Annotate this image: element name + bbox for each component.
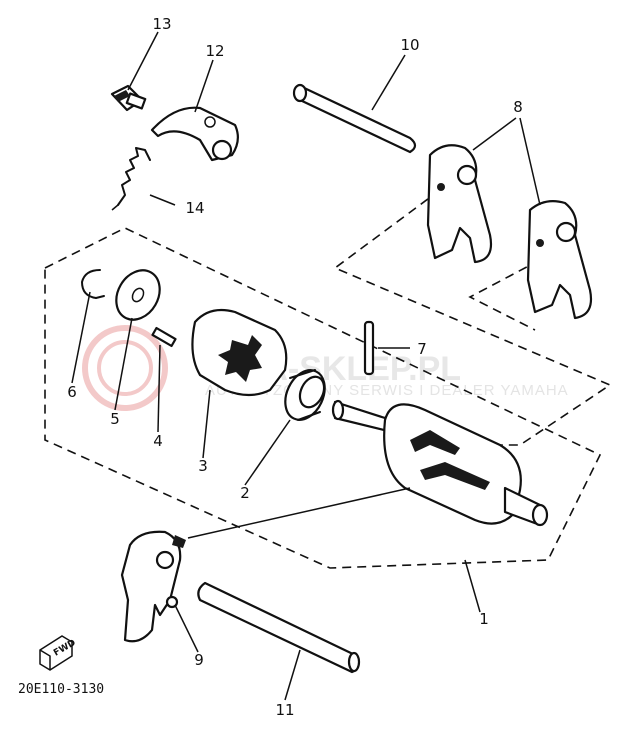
callout-9: 9 — [194, 651, 204, 669]
part-2-bearing — [284, 369, 326, 421]
part-10-guide-bar — [292, 83, 417, 154]
part-1-shift-cam — [331, 399, 549, 527]
part-9-shift-fork — [120, 530, 186, 643]
callout-12: 12 — [205, 42, 224, 60]
callout-6: 6 — [67, 383, 77, 401]
part-13-bolt — [110, 84, 147, 112]
callout-13: 13 — [152, 15, 171, 33]
leader-lines — [71, 31, 541, 701]
part-14-spring — [111, 147, 151, 211]
callout-5: 5 — [110, 410, 120, 428]
part-3-segment — [191, 308, 288, 397]
callout-4: 4 — [153, 432, 163, 450]
part-5-washer — [115, 269, 161, 321]
watermark: MA-SKLEP.PL AUTORYZOWANY SERWIS I DEALER… — [82, 325, 568, 411]
callout-8: 8 — [513, 98, 523, 116]
callout-14: 14 — [185, 199, 204, 217]
callout-1: 1 — [479, 610, 489, 628]
part-4-pin — [151, 326, 177, 348]
part-12-stopper-lever — [150, 106, 239, 162]
fwd-indicator: FWD — [39, 635, 78, 671]
callout-2: 2 — [240, 484, 250, 502]
part-7-pin — [363, 320, 375, 376]
callout-10: 10 — [400, 36, 419, 54]
callout-11: 11 — [275, 701, 294, 719]
callout-3: 3 — [198, 457, 208, 475]
callout-labels: 1 2 3 4 5 6 7 8 9 10 11 12 13 14 — [67, 15, 523, 719]
part-11-guide-bar — [197, 581, 361, 674]
part-6-circlip — [81, 269, 105, 299]
drawing-code: 20E110-3130 — [18, 682, 104, 697]
part-8-shift-forks — [426, 144, 593, 320]
callout-7: 7 — [417, 340, 427, 358]
